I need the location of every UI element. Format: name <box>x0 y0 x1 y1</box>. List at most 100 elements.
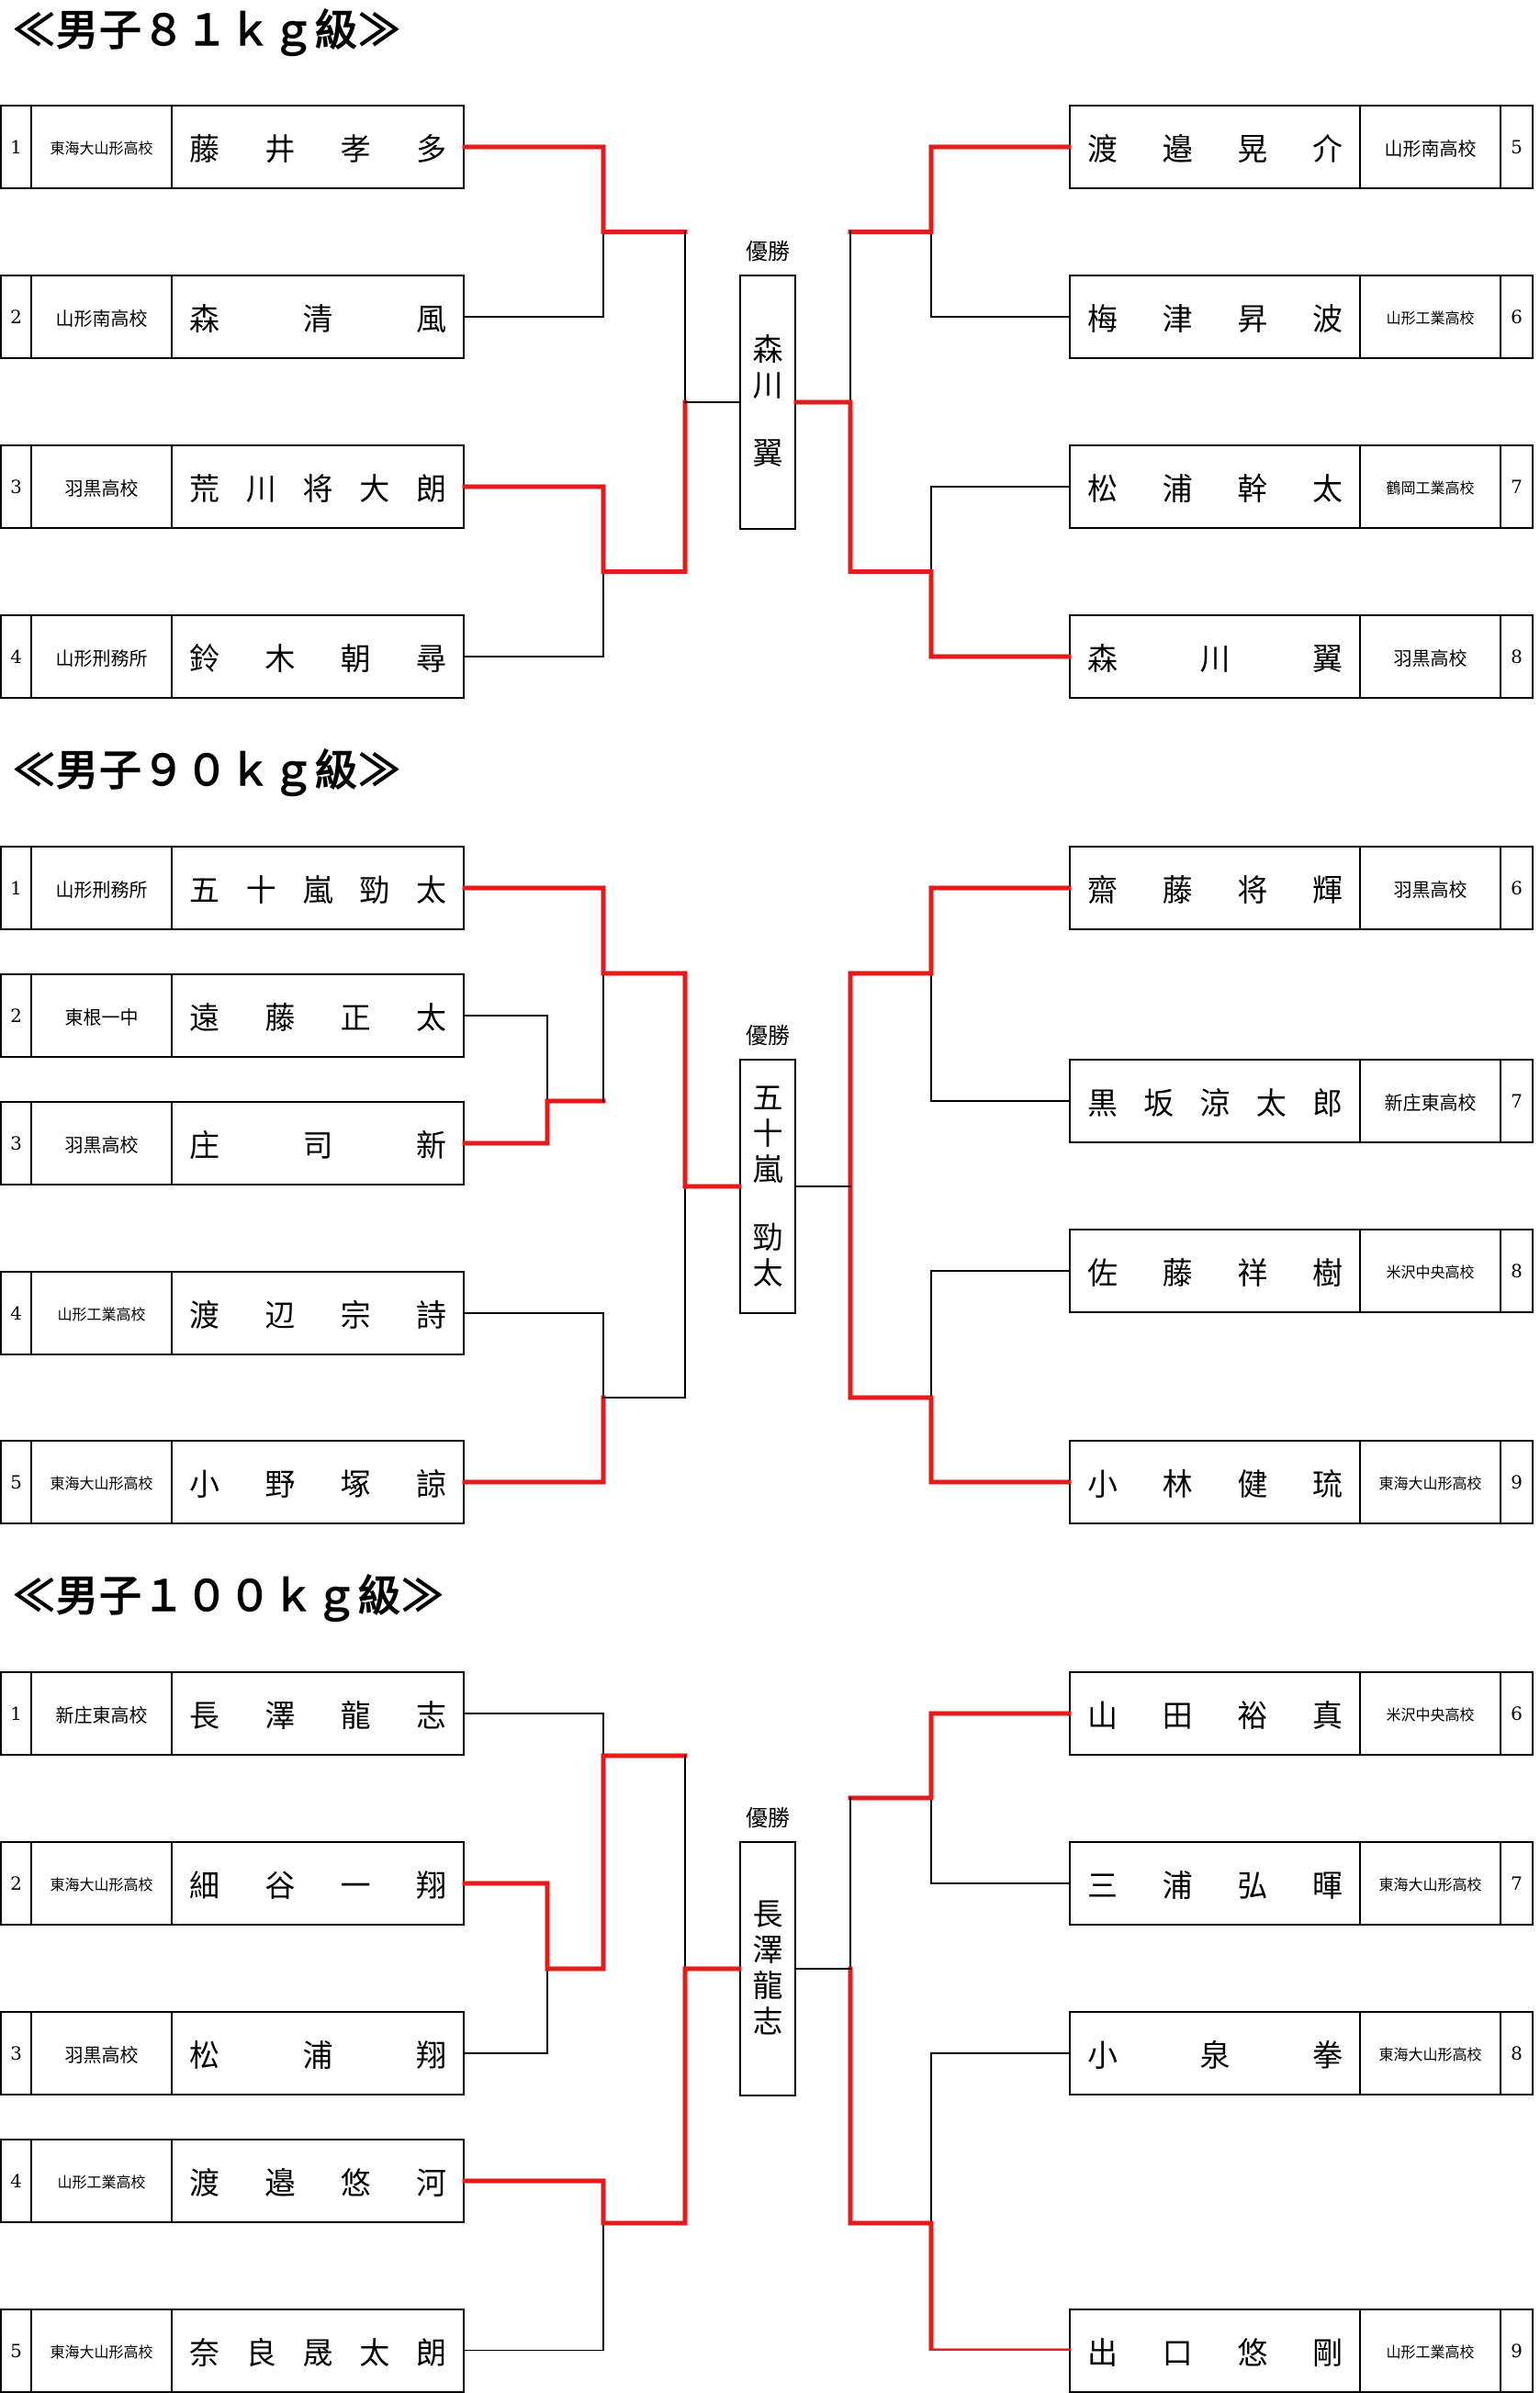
name-char: 郎 <box>1312 1085 1343 1121</box>
champion-name: 森川翼 <box>739 275 796 530</box>
name-char: 澤 <box>264 1698 296 1734</box>
entry-seed: 1 <box>2 848 32 928</box>
name-char: 辺 <box>264 1298 296 1333</box>
entry-seed: 3 <box>2 446 32 527</box>
name-char: 新 <box>416 1128 446 1163</box>
entry-school: 山形刑務所 <box>32 616 173 697</box>
entry-school: 東海大山形高校 <box>1361 1843 1501 1924</box>
entry-seed: 8 <box>1511 646 1523 668</box>
name-char: 翼 <box>1312 641 1343 677</box>
entry-athlete-name: 梅津昇波 <box>1071 276 1361 357</box>
champion-name: 長澤龍志 <box>739 1841 796 2096</box>
champion-char: 十 <box>752 1115 783 1152</box>
entry-athlete-name: 荒川将大朗 <box>173 446 463 527</box>
name-char: 井 <box>264 131 296 167</box>
name-char: 十 <box>245 872 276 908</box>
name-char: 浦 <box>302 2038 333 2073</box>
name-char: 黒 <box>1087 1085 1118 1121</box>
entry-school: 新庄東高校 <box>1361 1061 1501 1141</box>
entry-seed: 2 <box>2 975 32 1056</box>
entry-athlete-name: 小林健琉 <box>1071 1442 1361 1522</box>
entry-athlete-name: 渡辺宗詩 <box>173 1273 463 1354</box>
entry-school: 羽黒高校 <box>32 1103 173 1184</box>
entry-seed: 6 <box>1511 306 1523 328</box>
name-char: 藤 <box>1162 1255 1193 1291</box>
entry-school: 新庄東高校 <box>32 1673 173 1754</box>
name-char: 大 <box>359 471 390 507</box>
entry-seed: 5 <box>2 1442 32 1522</box>
entry-seed: 1 <box>2 107 32 187</box>
name-char: 齋 <box>1087 872 1118 908</box>
name-char: 渡 <box>189 1298 219 1333</box>
name-char: 孝 <box>340 131 371 167</box>
name-char: 林 <box>1162 1466 1193 1502</box>
entry-seed: 4 <box>2 616 32 697</box>
name-char: 風 <box>416 301 446 337</box>
entry-seed: 8 <box>1511 2042 1523 2064</box>
champion-char: 森 <box>752 331 783 367</box>
name-char: 涼 <box>1199 1085 1231 1121</box>
name-char: 諒 <box>415 1466 446 1502</box>
name-char: 渡 <box>189 2165 219 2201</box>
name-char: 野 <box>264 1466 296 1502</box>
entry-seed: 7 <box>1511 476 1523 498</box>
name-char: 河 <box>415 2165 446 2201</box>
entry-athlete-name: 遠藤正太 <box>173 975 463 1056</box>
name-char: 志 <box>415 1698 446 1734</box>
entry-school: 東海大山形高校 <box>1361 2013 1501 2094</box>
entry-athlete-name: 鈴木朝尋 <box>173 616 463 697</box>
name-char: 長 <box>189 1698 219 1734</box>
name-char: 荒 <box>189 471 219 507</box>
entry-athlete-name: 細谷一翔 <box>173 1843 463 1924</box>
name-char: 森 <box>1087 641 1118 677</box>
champion-char: 川 <box>752 366 783 403</box>
entry-athlete-name: 小野塚諒 <box>173 1442 463 1522</box>
name-char: 昇 <box>1237 301 1268 337</box>
name-char: 嵐 <box>302 872 333 908</box>
name-char: 塚 <box>340 1466 371 1502</box>
name-char: 琉 <box>1311 1466 1343 1502</box>
entry-school: 東根一中 <box>32 975 173 1056</box>
name-char: 田 <box>1162 1698 1193 1734</box>
name-char: 谷 <box>264 1868 296 1904</box>
name-char: 小 <box>1087 2038 1118 2073</box>
name-char: 拳 <box>1312 2038 1343 2073</box>
name-char: 介 <box>1311 131 1343 167</box>
name-char: 遠 <box>189 1000 219 1036</box>
winner-label: 優勝 <box>746 239 790 264</box>
name-char: 龍 <box>340 1698 371 1734</box>
entry-school: 東海大山形高校 <box>1361 1442 1501 1522</box>
winner-label: 優勝 <box>746 1023 790 1049</box>
name-char: 藤 <box>264 1000 296 1036</box>
name-char: 川 <box>245 471 276 507</box>
name-char: 浦 <box>1162 1868 1193 1904</box>
name-char: 真 <box>1311 1698 1343 1734</box>
name-char: 木 <box>264 641 296 677</box>
entry-seed: 7 <box>1511 1872 1523 1894</box>
entry-school: 東海大山形高校 <box>32 1442 173 1522</box>
entry-school: 米沢中央高校 <box>1361 1230 1501 1311</box>
entry-school: 米沢中央高校 <box>1361 1673 1501 1754</box>
name-char: 将 <box>302 471 333 507</box>
entry-seed: 3 <box>2 2013 32 2094</box>
entry-seed: 8 <box>1511 1260 1523 1282</box>
name-char: 詩 <box>415 1298 446 1333</box>
entry-seed: 5 <box>1511 136 1523 158</box>
name-char: 渡 <box>1087 131 1118 167</box>
entry-school: 山形工業高校 <box>1361 276 1501 357</box>
